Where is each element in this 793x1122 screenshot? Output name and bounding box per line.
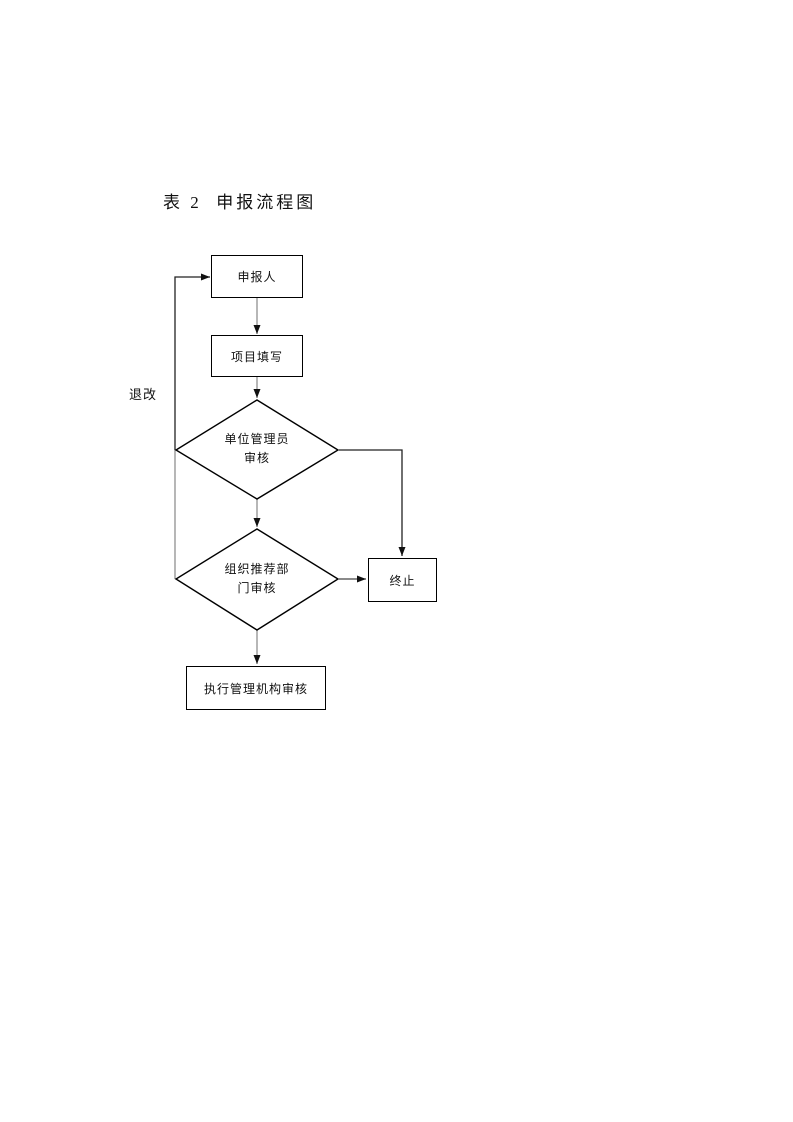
flow-node-project-fill-label: 项目填写: [230, 349, 283, 364]
org-recommend-review-line2: 门审核: [237, 581, 277, 595]
flow-node-project-fill: 项目填写: [211, 335, 303, 377]
edge-unitreview-terminate: [339, 449, 406, 556]
edge-label-return-edit: 退改: [129, 387, 158, 402]
edge-feedback-upper: [174, 273, 210, 450]
unit-admin-review-line1: 单位管理员: [224, 432, 290, 446]
flow-node-terminate-label: 终止: [389, 573, 416, 588]
flow-node-applicant-label: 申报人: [237, 270, 277, 284]
flow-node-exec-admin-review: 执行管理机构审核: [186, 666, 326, 710]
diamond-org-recommend-review: [174, 528, 340, 631]
unit-admin-review-line2: 审核: [243, 451, 270, 465]
org-recommend-review-line1: 组织推荐部: [224, 562, 290, 576]
figure-title: 表 2 申报流程图: [163, 193, 317, 212]
flow-node-applicant: 申报人: [211, 255, 303, 298]
flow-node-terminate: 终止: [368, 558, 437, 602]
diamond-unit-admin-review: [174, 399, 340, 500]
flow-node-org-recommend-review-label: 组织推荐部 门审核: [176, 560, 338, 598]
flow-node-exec-admin-review-label: 执行管理机构审核: [203, 681, 308, 696]
flow-node-unit-admin-review-label: 单位管理员 审核: [176, 430, 338, 468]
